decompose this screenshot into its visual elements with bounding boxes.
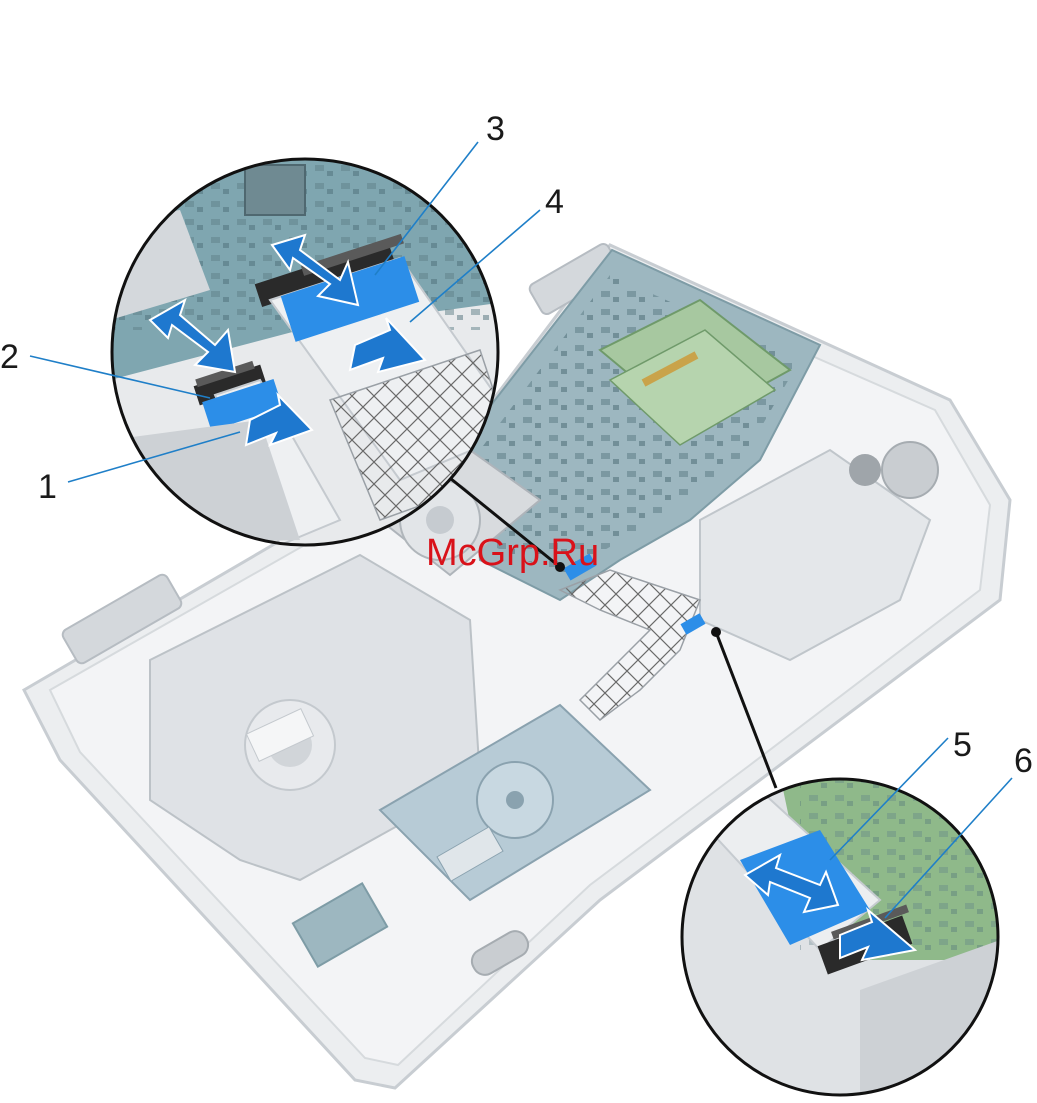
callout-label-3: 3 bbox=[486, 110, 505, 148]
callout-label-6: 6 bbox=[1014, 742, 1033, 780]
callout-label-1: 1 bbox=[38, 468, 57, 506]
zoom-detail-right bbox=[680, 775, 1000, 1100]
leader-dot-right bbox=[711, 627, 721, 637]
callout-label-4: 4 bbox=[545, 183, 564, 221]
watermark-text: McGrp.Ru bbox=[426, 532, 599, 574]
callout-label-2: 2 bbox=[0, 338, 19, 376]
coin-battery bbox=[849, 454, 881, 486]
speaker-right bbox=[882, 442, 938, 498]
callout-label-5: 5 bbox=[953, 726, 972, 764]
